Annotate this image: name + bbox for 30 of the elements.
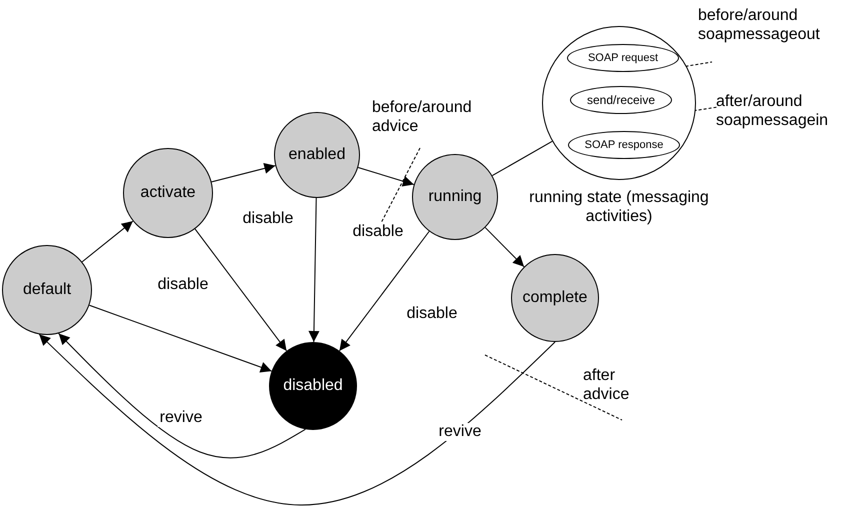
transition-arrow xyxy=(88,304,272,372)
state-circle xyxy=(412,154,498,240)
advice-note: before/around advice xyxy=(372,98,472,136)
transition-arrow xyxy=(308,198,320,342)
activity-ellipse xyxy=(567,44,679,72)
state-label: running xyxy=(428,188,482,206)
transition-arrow xyxy=(38,334,556,506)
state-label: complete xyxy=(522,289,588,307)
state-label: enabled xyxy=(288,146,346,164)
transition-arrow xyxy=(358,167,414,187)
transition-arrow xyxy=(82,220,134,262)
edge-label: revive xyxy=(158,409,204,427)
state-label: activate xyxy=(140,184,196,202)
transition-arrow xyxy=(194,228,288,352)
transition-arrow xyxy=(338,230,430,352)
advice-note: before/around soapmessageout xyxy=(698,6,821,44)
state-label: send/receive xyxy=(586,93,656,107)
state-label: SOAP response xyxy=(584,139,664,151)
connector-line xyxy=(492,140,553,176)
activity-ellipse xyxy=(568,131,680,159)
transition-arrow xyxy=(484,227,525,268)
transition-arrow xyxy=(58,332,306,458)
state-label: default xyxy=(22,281,72,299)
advice-note: after advice xyxy=(583,366,630,404)
edge-label: revive xyxy=(436,423,484,441)
transition-arrow xyxy=(211,163,276,182)
advice-note: after/around soapmessagein xyxy=(716,92,830,130)
state-label: SOAP request xyxy=(588,52,658,64)
state-label: disabled xyxy=(283,377,343,395)
state-caption: running state (messaging activities) xyxy=(528,188,710,226)
